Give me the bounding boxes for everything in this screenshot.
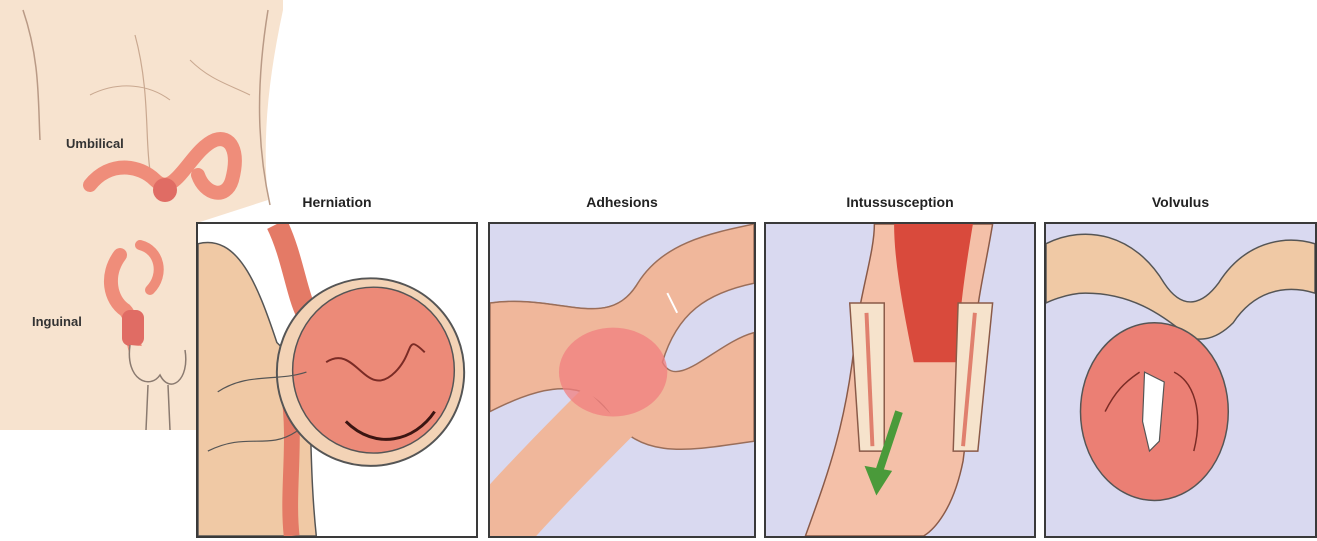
adhesions-illustration [490, 224, 754, 536]
adhesions-caption: Adhesions [488, 193, 756, 211]
volvulus-caption: Volvulus [1044, 193, 1317, 211]
herniation-panel [196, 222, 478, 538]
intussusception-panel [764, 222, 1036, 538]
inguinal-label: Inguinal [32, 314, 82, 329]
intussusception-illustration [766, 224, 1034, 536]
herniation-caption: Herniation [196, 193, 478, 211]
adhesions-panel [488, 222, 756, 538]
volvulus-illustration [1046, 224, 1315, 536]
umbilical-label: Umbilical [66, 136, 124, 151]
intussusception-caption: Intussusception [764, 193, 1036, 211]
volvulus-panel [1044, 222, 1317, 538]
herniation-illustration [198, 224, 476, 536]
